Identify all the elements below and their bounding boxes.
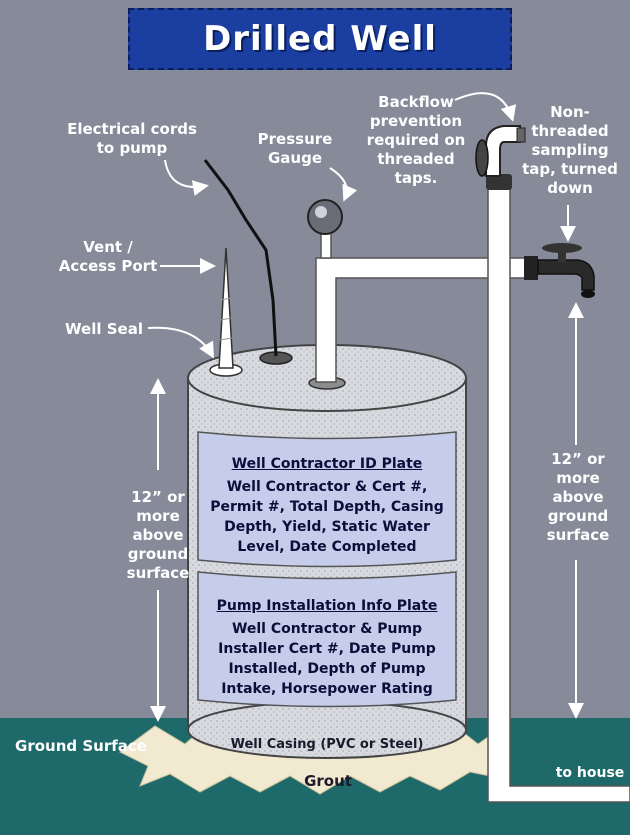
label-line: sampling	[531, 141, 609, 159]
page-title: Drilled Well	[203, 19, 437, 59]
label-line: Non-	[550, 103, 590, 121]
electrical-cords-label: Electrical cords to pump	[62, 120, 202, 158]
plate-line: Well Contractor & Pump	[231, 621, 423, 637]
well-casing-label: Well Casing (PVC or Steel)	[230, 737, 424, 752]
pressure-gauge-label: Pressure Gauge	[250, 130, 340, 168]
plate-line: Permit #, Total Depth, Casing	[210, 499, 444, 515]
label-line: taps.	[394, 169, 438, 187]
label-line: Pressure	[257, 130, 333, 148]
label-line: above	[552, 488, 604, 506]
sampling-tap-label: Non- threaded sampling tap, turned down	[520, 103, 620, 198]
plate-body: Well Contractor & Pump Installer Cert #,…	[198, 619, 456, 699]
vent-label: Vent / Access Port	[54, 238, 162, 276]
label-line: Access Port	[58, 257, 158, 275]
plate-line: Intake, Horsepower Rating	[221, 681, 433, 697]
pressure-gauge	[307, 199, 343, 235]
well-seal-label: Well Seal	[65, 320, 143, 338]
label-line: ground	[547, 507, 609, 525]
plate-line: Well Contractor & Cert #,	[226, 479, 428, 495]
label-line: 12” or	[131, 488, 185, 506]
label-line: more	[556, 469, 600, 487]
contractor-plate-shape	[197, 431, 457, 568]
label-line: Vent /	[83, 238, 133, 256]
sampling-tap	[524, 243, 595, 298]
plate-line: Depth, Yield, Static Water	[224, 519, 430, 535]
label-line: required on	[366, 131, 466, 149]
label-line: Electrical cords	[67, 120, 197, 138]
arrow-backflow	[454, 92, 517, 122]
plate-title: Well Contractor ID Plate	[231, 456, 423, 472]
label-line: threaded	[531, 122, 609, 140]
label-line: Backflow	[378, 93, 454, 111]
height-left-label: 12” or more above ground surface	[110, 488, 206, 583]
threaded-tap	[475, 125, 526, 190]
to-house-label: to house	[555, 765, 625, 781]
electrical-cords	[203, 159, 278, 357]
plate-line: Level, Date Completed	[237, 539, 417, 555]
plate-line: Installer Cert #, Date Pump	[218, 641, 436, 657]
label-line: more	[136, 507, 180, 525]
label-line: ground	[127, 545, 189, 563]
label-line: surface	[546, 526, 610, 544]
title-banner: Drilled Well	[128, 8, 512, 70]
label-line: Gauge	[267, 149, 323, 167]
arrow-gauge	[329, 167, 358, 202]
label-line: 12” or	[551, 450, 605, 468]
label-line: to pump	[96, 139, 168, 157]
pump-plate-shape	[197, 571, 457, 708]
contractor-id-plate: Well Contractor ID Plate Well Contractor…	[198, 455, 456, 557]
label-line: prevention	[369, 112, 463, 130]
plate-body: Well Contractor & Cert #, Permit #, Tota…	[198, 477, 456, 557]
label-line: down	[547, 179, 593, 197]
height-right-label: 12” or more above ground surface	[530, 450, 626, 545]
arrow-electrical	[164, 159, 209, 196]
arrow-well-seal	[147, 326, 214, 359]
label-line: surface	[126, 564, 190, 582]
ground-surface-label: Ground Surface	[15, 737, 147, 755]
plate-line: Installed, Depth of Pump	[228, 661, 426, 677]
label-line: above	[132, 526, 184, 544]
plate-title: Pump Installation Info Plate	[216, 598, 438, 614]
pump-installation-plate: Pump Installation Info Plate Well Contra…	[198, 597, 456, 699]
backflow-label: Backflow prevention required on threaded…	[364, 93, 468, 188]
vent-access-port	[218, 247, 234, 369]
grout-label: Grout	[304, 772, 352, 790]
label-line: tap, turned	[522, 160, 618, 178]
label-line: threaded	[377, 150, 455, 168]
